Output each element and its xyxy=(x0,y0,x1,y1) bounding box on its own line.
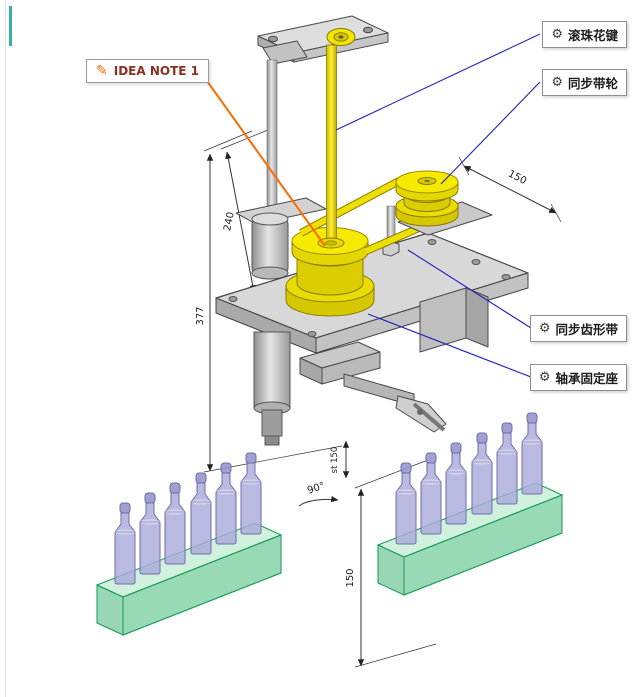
idea-note-text: IDEA NOTE 1 xyxy=(113,64,199,78)
dimension-label-240: 240 xyxy=(222,211,236,232)
bottle xyxy=(496,422,518,505)
gripper-clamp xyxy=(395,395,447,433)
callout-timing-pulley: ⚙ 同步带轮 xyxy=(542,69,627,96)
dimension-label-150-top: 150 xyxy=(506,169,528,187)
bottle xyxy=(521,412,543,495)
top-mount-bracket xyxy=(257,15,389,65)
gear-icon: ⚙ xyxy=(551,75,563,90)
callout-label-timing-belt: 同步齿形带 xyxy=(555,322,618,337)
leader-idea-note xyxy=(201,73,326,247)
tray-front-wall xyxy=(122,534,282,636)
leader-lines xyxy=(201,33,541,378)
dimension-label-stroke: st 150 xyxy=(330,447,340,474)
screw xyxy=(501,274,511,280)
bottle-tray-right xyxy=(376,412,564,596)
callout-label-ball-spline: 滚珠花键 xyxy=(567,28,618,43)
tray-front-wall xyxy=(403,494,563,596)
guide-rod xyxy=(266,59,278,219)
screw xyxy=(268,35,278,43)
gear-icon: ⚙ xyxy=(538,370,551,385)
pulley-small xyxy=(395,170,459,227)
leader-ball-spline xyxy=(335,33,541,131)
leader-timing-belt xyxy=(407,249,532,329)
bottle xyxy=(114,502,136,585)
leader-timing-pulley xyxy=(440,81,541,185)
lower-cylinder xyxy=(253,331,291,446)
upper-cylinder xyxy=(235,197,327,280)
dimension-label-rotation: 90° xyxy=(306,481,326,497)
callout-bearing-mount: ⚙ 轴承固定座 xyxy=(529,364,627,391)
ball-spline-shaft xyxy=(326,44,337,244)
pulley-large xyxy=(285,227,375,317)
accent-mark xyxy=(9,6,12,46)
bottle xyxy=(395,462,417,545)
gear-icon: ⚙ xyxy=(551,27,563,42)
screw xyxy=(471,259,481,265)
screw xyxy=(363,26,373,34)
callout-ball-spline: ⚙ 滚珠花键 xyxy=(542,21,627,48)
dimension-label-377: 377 xyxy=(195,306,206,325)
bottle xyxy=(164,482,186,565)
gear-icon: ⚙ xyxy=(538,321,551,336)
idea-note-label: ✎ IDEA NOTE 1 xyxy=(86,59,209,83)
machine-assembly xyxy=(215,15,529,446)
pencil-icon: ✎ xyxy=(96,63,108,79)
callout-label-timing-pulley: 同步带轮 xyxy=(567,76,618,91)
callout-timing-belt: ⚙ 同步齿形带 xyxy=(529,315,627,342)
screw xyxy=(307,331,317,337)
callout-label-bearing-mount: 轴承固定座 xyxy=(555,371,618,386)
bottle xyxy=(445,442,467,525)
bottle xyxy=(139,492,161,575)
dimension-label-150-bottom: 150 xyxy=(345,568,356,587)
bottle xyxy=(420,452,442,535)
leader-bearing-mount xyxy=(367,313,532,378)
bottle-tray-left xyxy=(95,452,283,636)
bottle xyxy=(240,452,262,535)
screw xyxy=(228,296,238,302)
screw xyxy=(427,239,437,245)
bottle xyxy=(215,462,237,545)
gripper-arm xyxy=(299,341,447,433)
page-edge-line xyxy=(5,0,6,697)
motor-block xyxy=(419,287,489,353)
bottle xyxy=(190,472,212,555)
bottle xyxy=(471,432,493,515)
